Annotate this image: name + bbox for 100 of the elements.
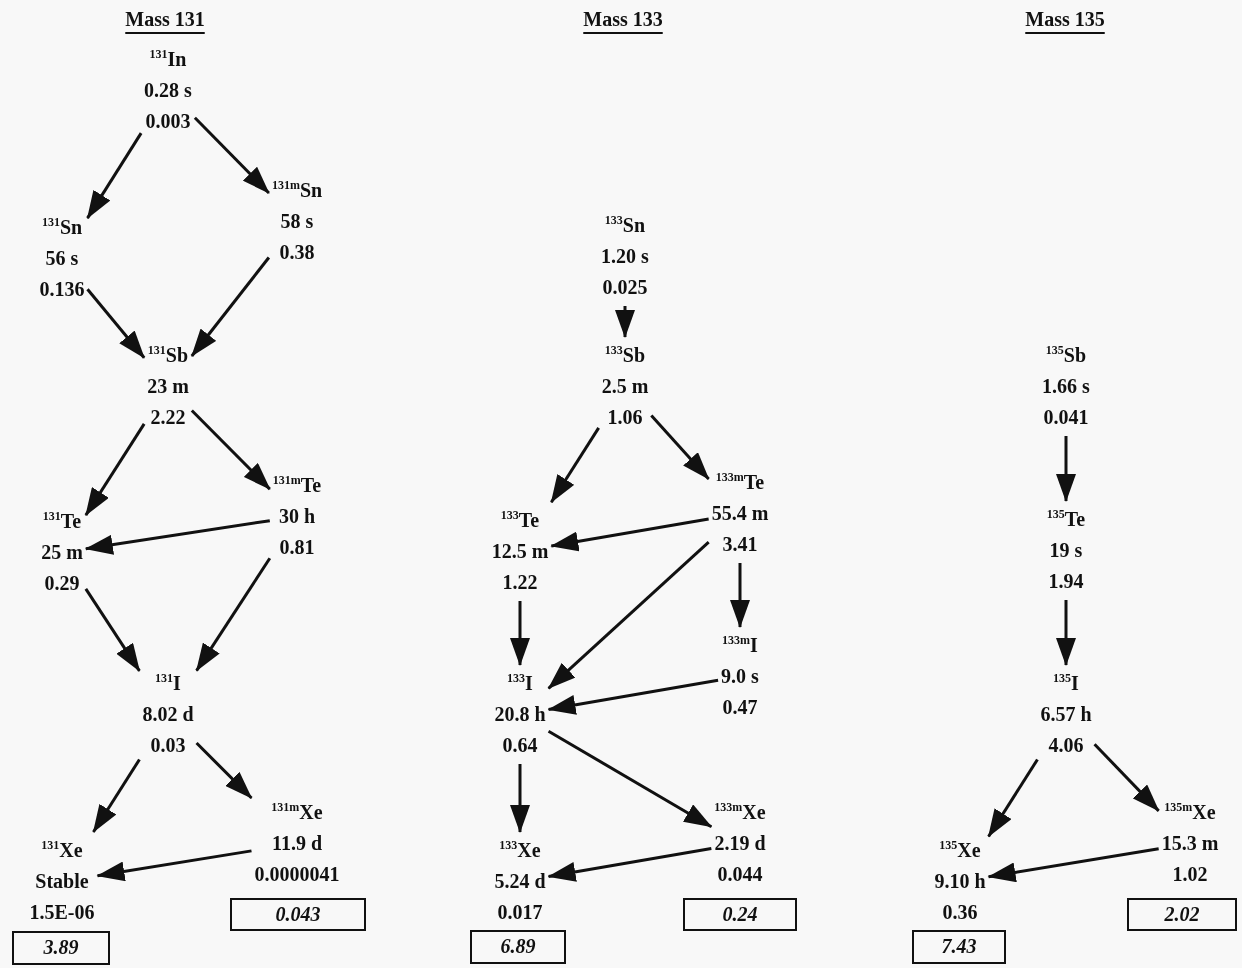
nuclide-label: $^{133m}$I	[721, 631, 759, 658]
decay-arrow	[84, 423, 146, 516]
half-life: 2.19 d	[714, 831, 766, 856]
nuclide-label: $^{131m}$Te	[272, 471, 322, 498]
decay-arrow	[730, 563, 750, 628]
decay-arrow	[547, 729, 713, 828]
half-life: 1.20 s	[601, 244, 649, 269]
value-box: 0.043	[230, 898, 366, 931]
half-life: 2.5 m	[601, 374, 649, 399]
half-life: 56 s	[44, 246, 80, 271]
value-box: 0.24	[683, 898, 797, 931]
decay-arrow	[547, 541, 710, 690]
nuclide-label: $^{133}$Xe	[498, 836, 542, 863]
half-life: 8.02 d	[142, 702, 194, 727]
decay-arrow	[190, 256, 271, 357]
yield: 0.38	[278, 240, 316, 265]
nuclide-label: $^{131}$I	[154, 669, 182, 696]
nuclide-label: $^{131}$Xe	[40, 836, 84, 863]
decay-arrow	[510, 764, 530, 833]
decay-arrow	[193, 116, 270, 194]
half-life: 55.4 m	[711, 501, 769, 526]
nuclide-label: $^{135}$Te	[1046, 505, 1086, 532]
decay-arrow	[987, 758, 1039, 838]
half-life: 12.5 m	[491, 539, 549, 564]
decay-arrow	[1056, 436, 1076, 502]
half-life: 58 s	[279, 209, 315, 234]
yield: 0.81	[278, 535, 316, 560]
decay-arrow	[510, 601, 530, 666]
yield: 0.47	[721, 695, 759, 720]
half-life: 15.3 m	[1161, 831, 1219, 856]
nuclide-label: $^{131m}$Sn	[271, 176, 323, 203]
yield: 0.64	[501, 733, 539, 758]
nuclide-label: $^{135}$Sb	[1044, 341, 1088, 368]
column-heading: Mass 131	[124, 8, 206, 31]
half-life: 6.57 h	[1040, 702, 1092, 727]
yield: 0.041	[1042, 405, 1090, 430]
decay-arrow	[96, 849, 252, 882]
decay-arrow	[550, 517, 709, 552]
yield: 1.94	[1047, 569, 1085, 594]
yield: 0.136	[39, 277, 85, 302]
decay-arrow	[1093, 743, 1160, 812]
value-box: 2.02	[1127, 898, 1237, 931]
value-box: 6.89	[470, 930, 566, 964]
nuclide-label: $^{135}$Xe	[938, 836, 982, 863]
nuclide-label: $^{133}$Sb	[603, 341, 647, 368]
yield: 0.025	[601, 275, 649, 300]
decay-arrow	[195, 557, 272, 672]
decay-arrow	[987, 847, 1159, 883]
yield: 0.017	[496, 900, 544, 925]
yield: 1.22	[501, 570, 539, 595]
half-life: 11.9 d	[271, 831, 323, 856]
half-life: 5.24 d	[494, 869, 546, 894]
nuclide-label: $^{133m}$Te	[714, 468, 766, 495]
column-heading: Mass 135	[1024, 8, 1106, 31]
yield: 0.29	[43, 571, 81, 596]
half-life: 23 m	[147, 374, 189, 399]
nuclide-label: $^{133m}$Xe	[714, 798, 766, 825]
yield: 2.22	[149, 405, 187, 430]
value-box: 3.89	[12, 931, 110, 965]
decay-arrow	[86, 288, 146, 359]
decay-arrow	[195, 742, 253, 800]
yield: 0.03	[149, 733, 187, 758]
half-life: 25 m	[41, 540, 83, 565]
nuclide-label: $^{133}$I	[506, 669, 534, 696]
nuclide-label: $^{133}$Te	[499, 506, 541, 533]
decay-arrow	[547, 846, 712, 882]
yield: 0.36	[941, 900, 979, 925]
half-life: 0.28 s	[144, 78, 192, 103]
nuclide-label: $^{133}$Sn	[603, 211, 647, 238]
yield: 0.044	[716, 862, 764, 887]
nuclide-label: $^{135m}$Xe	[1163, 798, 1217, 825]
decay-arrow	[650, 414, 710, 480]
decay-arrow	[84, 588, 141, 672]
yield: 0.0000041	[254, 862, 340, 887]
decay-arrow	[615, 306, 635, 338]
yield: 1.5E-06	[29, 900, 95, 925]
decay-arrow	[92, 758, 141, 833]
decay-arrow	[190, 409, 271, 491]
decay-arrow	[84, 519, 271, 555]
decay-arrow	[86, 132, 143, 219]
decay-arrow	[547, 678, 719, 715]
half-life: 20.8 h	[494, 702, 546, 727]
nuclide-label: $^{131}$Sn	[40, 213, 84, 240]
yield: 1.02	[1171, 862, 1209, 887]
half-life: Stable	[34, 869, 90, 894]
nuclide-label: $^{131}$In	[148, 45, 188, 72]
yield: 4.06	[1047, 733, 1085, 758]
half-life: 19 s	[1048, 538, 1084, 563]
decay-arrow	[1056, 600, 1076, 666]
yield: 1.06	[606, 405, 644, 430]
half-life: 9.0 s	[721, 664, 759, 689]
value-box: 7.43	[912, 930, 1006, 964]
half-life: 9.10 h	[934, 869, 986, 894]
nuclide-label: $^{131m}$Xe	[270, 798, 324, 825]
column-heading: Mass 133	[582, 8, 664, 31]
nuclide-label: $^{135}$I	[1052, 669, 1080, 696]
nuclide-label: $^{131}$Te	[41, 507, 83, 534]
decay-arrow	[550, 427, 600, 504]
yield: 0.003	[144, 109, 192, 134]
half-life: 1.66 s	[1042, 374, 1090, 399]
